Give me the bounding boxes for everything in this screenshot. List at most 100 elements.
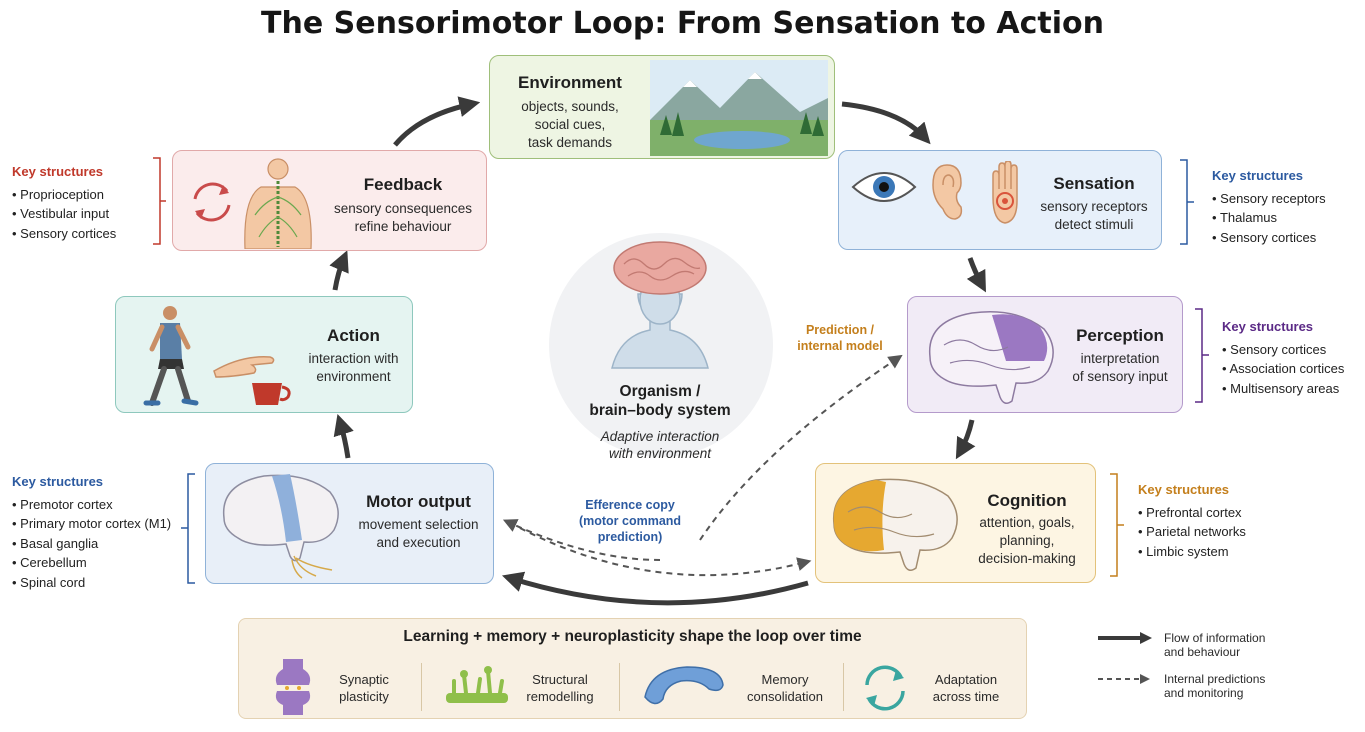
dashed-arrow-cognition-to-motor	[502, 519, 661, 561]
landscape-icon	[650, 60, 828, 156]
perception-line: interpretation	[1080, 351, 1160, 366]
perception-title: Perception	[1076, 326, 1164, 345]
learning-label-line: remodelling	[526, 689, 594, 704]
key-structure-item: Spinal cord	[12, 573, 171, 593]
perception-line: of sensory input	[1072, 369, 1168, 384]
feedback-node: Feedback sensory consequences refine beh…	[172, 150, 487, 251]
learning-panel: Learning + memory + neuroplasticity shap…	[238, 618, 1027, 719]
bracket-sensation	[1180, 159, 1194, 245]
hippocampus-icon	[644, 666, 724, 705]
brain-motor-cortex-icon	[222, 474, 339, 579]
hand-icon	[992, 161, 1018, 224]
key-structure-item: Thalamus	[1212, 208, 1326, 228]
action-description: interaction with environment	[296, 350, 411, 386]
key-structures-heading: Key structures	[1222, 319, 1314, 334]
perception-description: interpretation of sensory input	[1058, 350, 1182, 386]
legend-line: Internal predictions	[1164, 672, 1266, 686]
learning-separator	[619, 663, 620, 711]
learning-label-line: Synaptic	[339, 672, 389, 687]
perception-node: Perception interpretation of sensory inp…	[907, 296, 1183, 413]
sensation-node: Sensation sensory receptors detect stimu…	[838, 150, 1162, 250]
bracket-motor	[181, 473, 195, 584]
synapse-icon	[275, 659, 311, 715]
learning-item-structural: Structural remodelling	[444, 661, 624, 713]
key-structure-item: Sensory cortices	[1222, 340, 1344, 360]
brain-parietal-icon	[928, 310, 1054, 404]
feedback-line: refine behaviour	[354, 219, 452, 234]
key-structures-cognition: Key structures Prefrontal cortex Parieta…	[1138, 480, 1246, 561]
key-structures-feedback: Key structures Proprioception Vestibular…	[12, 162, 116, 243]
motor-output-line: movement selection	[358, 517, 479, 532]
feedback-line: sensory consequences	[333, 201, 473, 216]
key-structure-item: Parietal networks	[1138, 522, 1246, 542]
key-structure-item: Sensory cortices	[12, 224, 116, 244]
cognition-line: attention, goals,	[979, 515, 1075, 530]
legend-dashed-arrow	[1098, 674, 1150, 684]
key-structure-item: Vestibular input	[12, 204, 116, 224]
organism-title: Organism / brain–body system	[540, 382, 780, 420]
feedback-cycle-icon	[193, 182, 231, 222]
sensation-title: Sensation	[1053, 174, 1135, 193]
legend-solid-label: Flow of information and behaviour	[1164, 631, 1265, 659]
arrow-environment-to-sensation	[841, 101, 931, 145]
organism-title-line: Organism /	[619, 383, 701, 400]
arrow-sensation-to-perception	[966, 257, 986, 293]
learning-label-line: Structural	[532, 672, 588, 687]
learning-label-line: Adaptation	[934, 672, 998, 687]
bracket-cognition	[1110, 473, 1124, 577]
brain-prefrontal-icon	[832, 478, 958, 571]
key-structures-heading: Key structures	[1138, 482, 1230, 497]
motor-output-title: Motor output	[366, 492, 471, 511]
organism-title-line: brain–body system	[589, 402, 731, 419]
key-structures-motor: Key structures Premotor cortex Primary m…	[12, 472, 171, 592]
eye-icon	[851, 172, 917, 202]
learning-label: Memory consolidation	[737, 671, 833, 705]
legend-line: Flow of information	[1164, 631, 1266, 645]
key-structures-sensation: Key structures Sensory receptors Thalamu…	[1212, 166, 1326, 247]
sensation-description: sensory receptors detect stimuli	[1029, 198, 1159, 234]
prediction-label-line: internal model	[797, 339, 883, 353]
arrow-cognition-to-motor	[501, 571, 809, 606]
efference-copy-label: Efference copy (motor command prediction…	[560, 497, 700, 545]
key-structure-item: Sensory cortices	[1212, 228, 1326, 248]
environment-title: Environment	[518, 73, 622, 92]
learning-label: Adaptation across time	[921, 671, 1011, 705]
environment-line: social cues,	[534, 117, 606, 132]
dendrite-icon	[446, 666, 508, 703]
prediction-label: Prediction / internal model	[770, 322, 910, 354]
key-structure-item: Primary motor cortex (M1)	[12, 514, 171, 534]
arrow-feedback-to-environment	[393, 96, 481, 147]
learning-separator	[843, 663, 844, 711]
key-structure-item: Multisensory areas	[1222, 379, 1344, 399]
action-title: Action	[327, 326, 380, 345]
key-structures-perception: Key structures Sensory cortices Associat…	[1222, 317, 1344, 398]
sensation-line: detect stimuli	[1054, 217, 1134, 232]
ear-icon	[932, 164, 963, 220]
feedback-title: Feedback	[363, 175, 443, 194]
prediction-label-line: Prediction /	[805, 323, 875, 337]
hand-reaching-cup-icon	[213, 356, 291, 405]
feedback-description: sensory consequences refine behaviour	[323, 200, 483, 236]
action-line: environment	[316, 369, 391, 384]
learning-item-memory: Memory consolidation	[641, 661, 841, 713]
organism-subtitle: Adaptive interaction with environment	[540, 428, 780, 462]
bracket-perception	[1195, 308, 1209, 403]
motor-output-node: Motor output movement selection and exec…	[205, 463, 494, 584]
learning-label-line: consolidation	[747, 689, 823, 704]
efference-label-line: prediction)	[597, 530, 663, 544]
motor-output-description: movement selection and execution	[346, 516, 491, 552]
key-structure-item: Premotor cortex	[12, 495, 171, 515]
learning-item-adaptation: Adaptation across time	[859, 661, 1019, 713]
cognition-line: planning,	[999, 533, 1055, 548]
learning-label-line: Memory	[761, 672, 809, 687]
key-structure-item: Cerebellum	[12, 553, 171, 573]
legend-dashed-label: Internal predictions and monitoring	[1164, 672, 1265, 700]
organism-subtitle-line: Adaptive interaction	[600, 429, 720, 444]
key-structure-item: Prefrontal cortex	[1138, 503, 1246, 523]
brain-body-icon	[611, 241, 709, 369]
spine-torso-icon	[244, 158, 312, 249]
key-structure-item: Association cortices	[1222, 359, 1344, 379]
cycle-arrows-icon	[865, 665, 905, 711]
legend-solid-arrow	[1098, 632, 1152, 644]
